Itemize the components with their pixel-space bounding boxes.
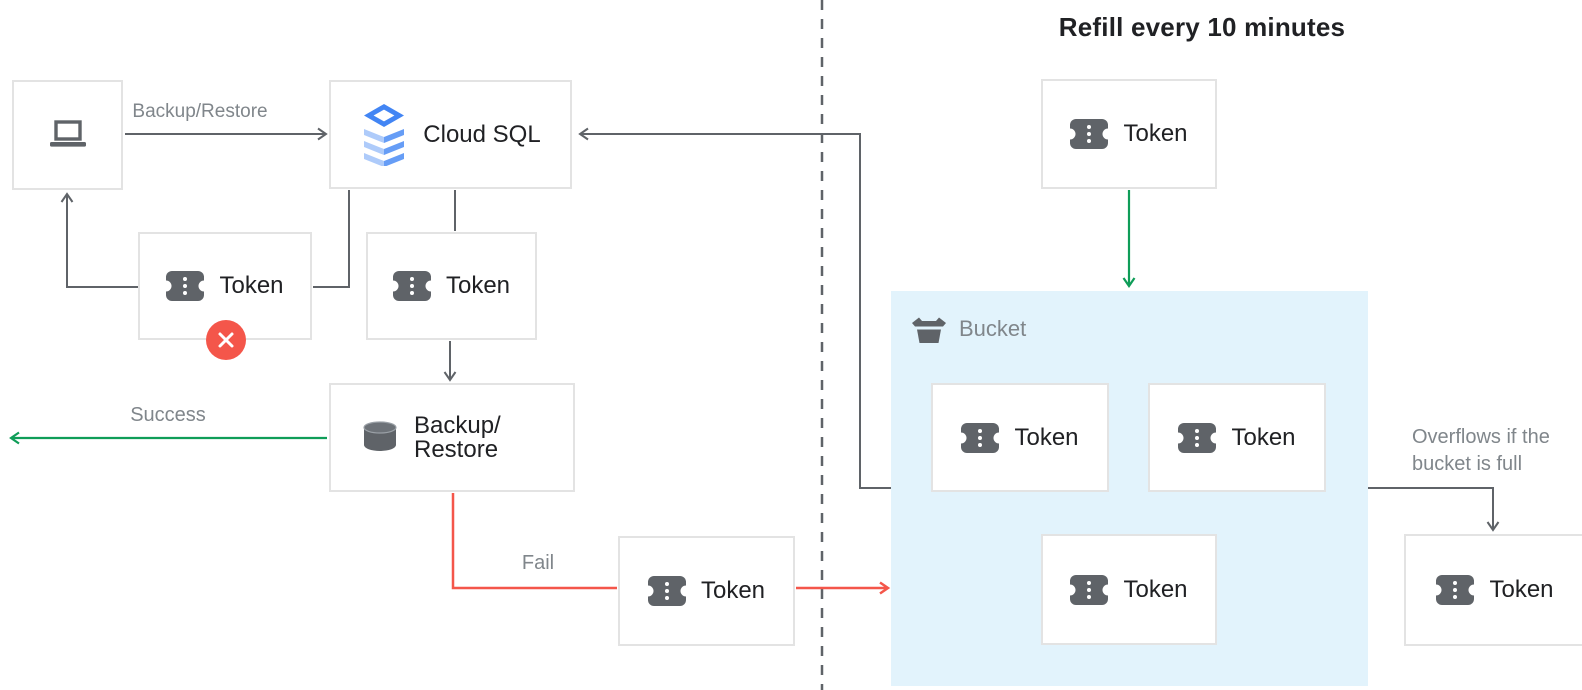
overflow-label-line1: Overflows if the <box>1412 426 1550 448</box>
token-label: Token <box>1231 423 1296 451</box>
edge-bucket-to-cloudsql <box>578 127 891 489</box>
ticket-icon <box>1070 119 1109 149</box>
overflow-label-line2: bucket is full <box>1412 453 1523 475</box>
edge-cloudsql-to-denied-token <box>313 190 350 288</box>
backup-restore-node: Backup/ Restore <box>329 383 575 492</box>
token-pending-node: Token <box>366 232 537 340</box>
token-overflow-node: Token <box>1404 534 1582 646</box>
ticket-icon <box>1070 574 1109 605</box>
bucket-header: Bucket <box>911 314 1026 344</box>
backup-restore-label-line2: Restore <box>414 435 499 463</box>
bucket-token-3: Token <box>1041 534 1217 645</box>
overflow-label: Overflows if the bucket is full <box>1412 424 1580 478</box>
ticket-icon <box>1436 575 1475 605</box>
token-label: Token <box>1123 575 1188 603</box>
token-refill-node: Token <box>1041 79 1217 189</box>
bucket-icon <box>912 317 946 343</box>
token-label: Token <box>1123 120 1188 147</box>
edge-fail-token-to-bucket <box>796 581 891 595</box>
token-label: Token <box>1014 423 1079 451</box>
edge-pending-token-to-backup <box>443 341 457 382</box>
edge-denied-token-to-laptop <box>60 192 138 288</box>
token-label: Token <box>219 272 284 299</box>
edge-overflow <box>1368 487 1500 532</box>
ticket-icon <box>1178 422 1217 453</box>
error-x-icon <box>206 320 246 360</box>
cloud-sql-icon <box>364 103 405 166</box>
edge-refill <box>1122 190 1136 288</box>
laptop-icon <box>49 120 86 147</box>
refill-title: Refill every 10 minutes <box>1058 12 1346 42</box>
ticket-icon <box>392 271 431 301</box>
backup-restore-edge-label: Backup/Restore <box>132 101 268 122</box>
edge-backup-restore-request <box>125 127 328 141</box>
ticket-icon <box>166 271 205 301</box>
fail-label: Fail <box>521 552 555 574</box>
bucket-token-1: Token <box>931 383 1109 492</box>
success-label: Success <box>130 404 206 426</box>
client-laptop-node <box>12 80 123 190</box>
edge-success <box>9 431 327 445</box>
cloud-sql-label: Cloud SQL <box>423 120 541 148</box>
token-label: Token <box>1489 576 1554 603</box>
token-label: Token <box>700 577 766 604</box>
bucket-label: Bucket <box>959 316 1027 341</box>
token-label: Token <box>445 272 511 299</box>
backup-restore-label-line1: Backup/ <box>414 411 501 439</box>
database-icon <box>363 421 397 451</box>
bucket-token-2: Token <box>1148 383 1326 492</box>
token-fail-node: Token <box>618 536 795 646</box>
cloud-sql-node: Cloud SQL <box>329 80 572 189</box>
ticket-icon <box>961 422 1000 453</box>
ticket-icon <box>647 576 686 606</box>
